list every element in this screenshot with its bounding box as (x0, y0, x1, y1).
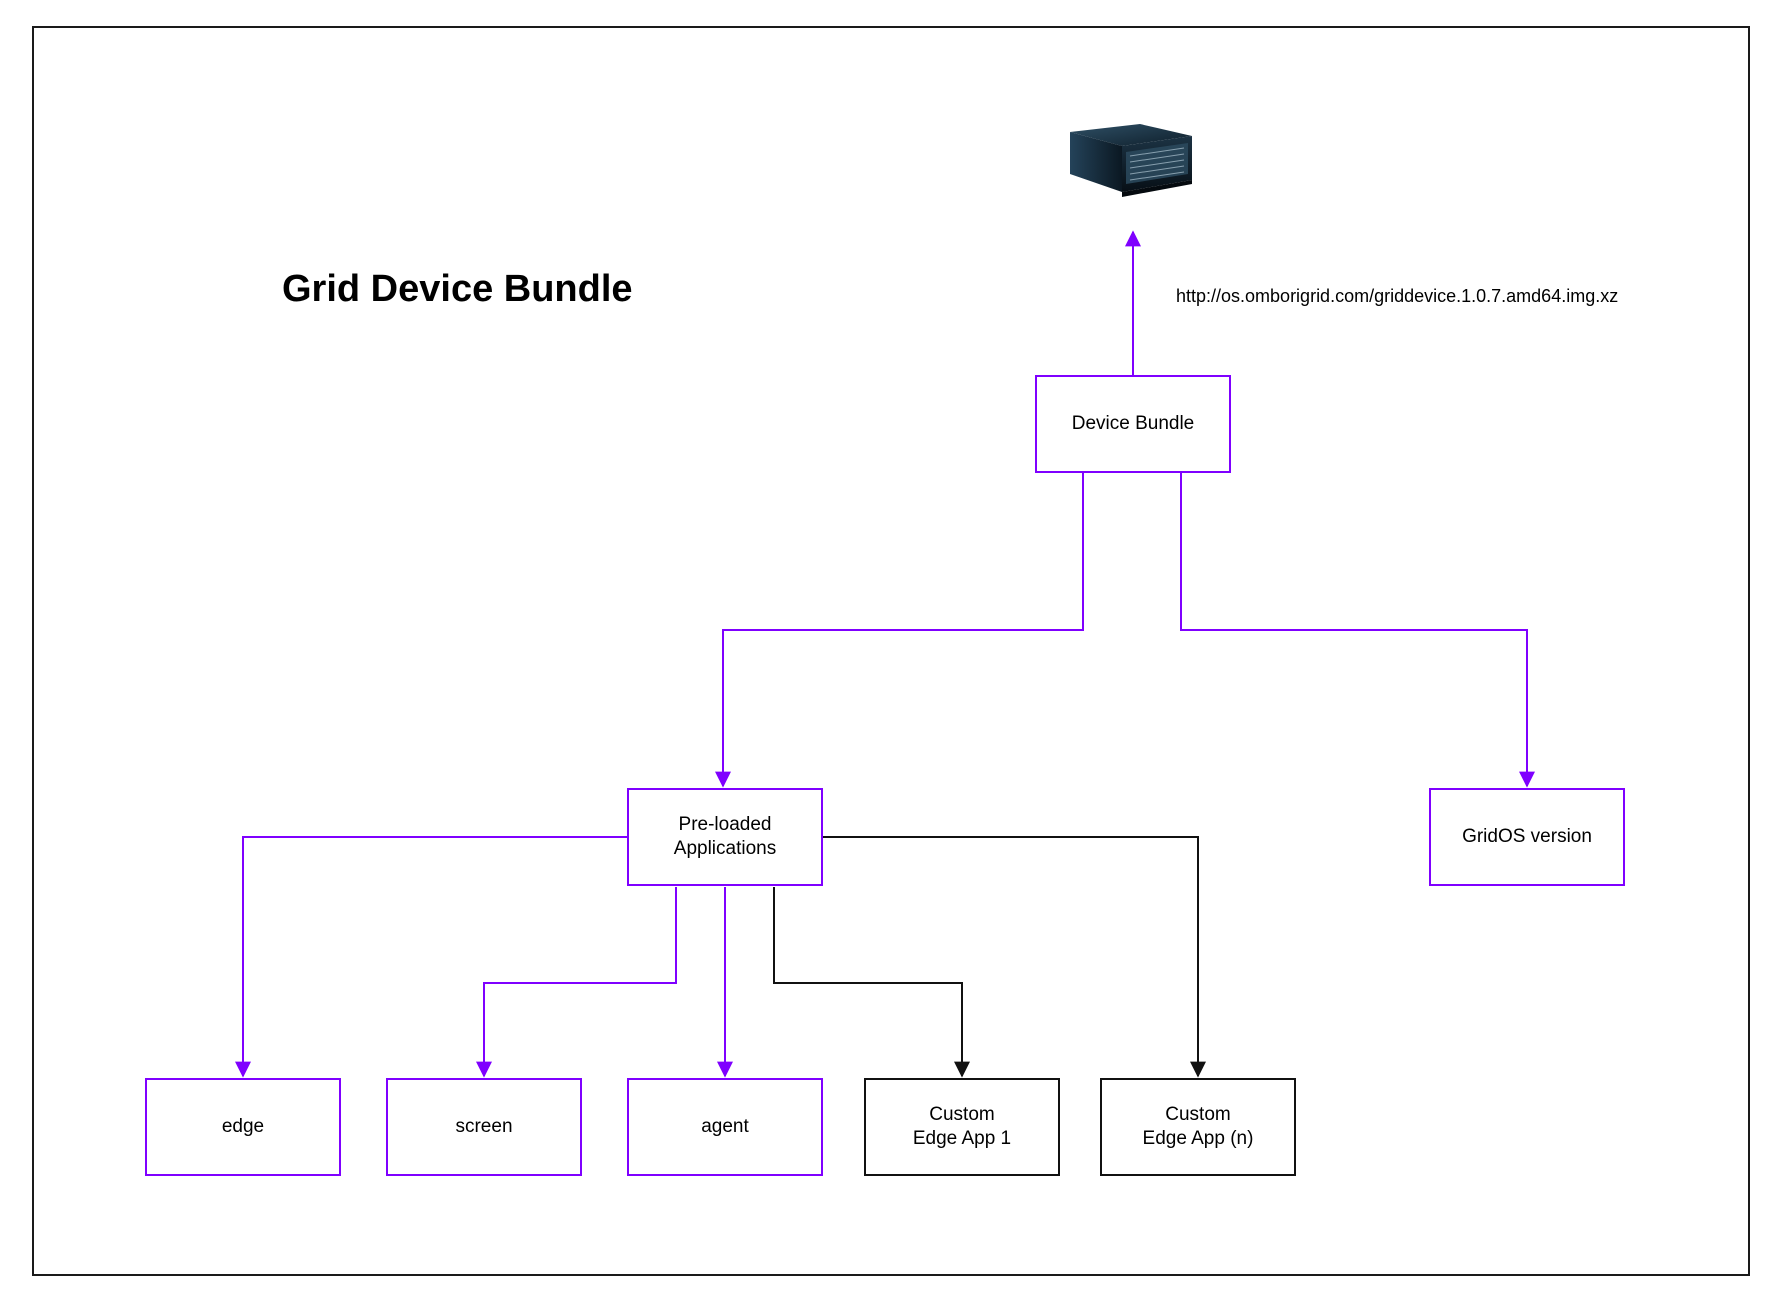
image-url-label: http://os.omborigrid.com/griddevice.1.0.… (1176, 286, 1619, 306)
custom-edge-app-1-node: Custom Edge App 1 (864, 1078, 1060, 1176)
edge-bundle-to-gridos (1180, 473, 1535, 788)
agent-node: agent (627, 1078, 823, 1176)
gridos-version-node: GridOS version (1429, 788, 1625, 886)
edge-preloaded-to-customn (823, 836, 1206, 1078)
preloaded-applications-node: Pre-loaded Applications (627, 788, 823, 886)
diagram-frame (32, 26, 1750, 1276)
device-bundle-node: Device Bundle (1035, 375, 1231, 473)
page-title: Grid Device Bundle (282, 268, 633, 310)
edge-preloaded-to-screen (476, 887, 677, 1078)
server-rack-icon (1070, 124, 1192, 197)
edge-preloaded-to-edge (235, 836, 627, 1078)
screen-node: screen (386, 1078, 582, 1176)
edge-node: edge (145, 1078, 341, 1176)
custom-edge-app-n-node: Custom Edge App (n) (1100, 1078, 1296, 1176)
edge-preloaded-to-custom1 (773, 887, 970, 1078)
edge-bundle-to-preloaded (715, 473, 1084, 788)
